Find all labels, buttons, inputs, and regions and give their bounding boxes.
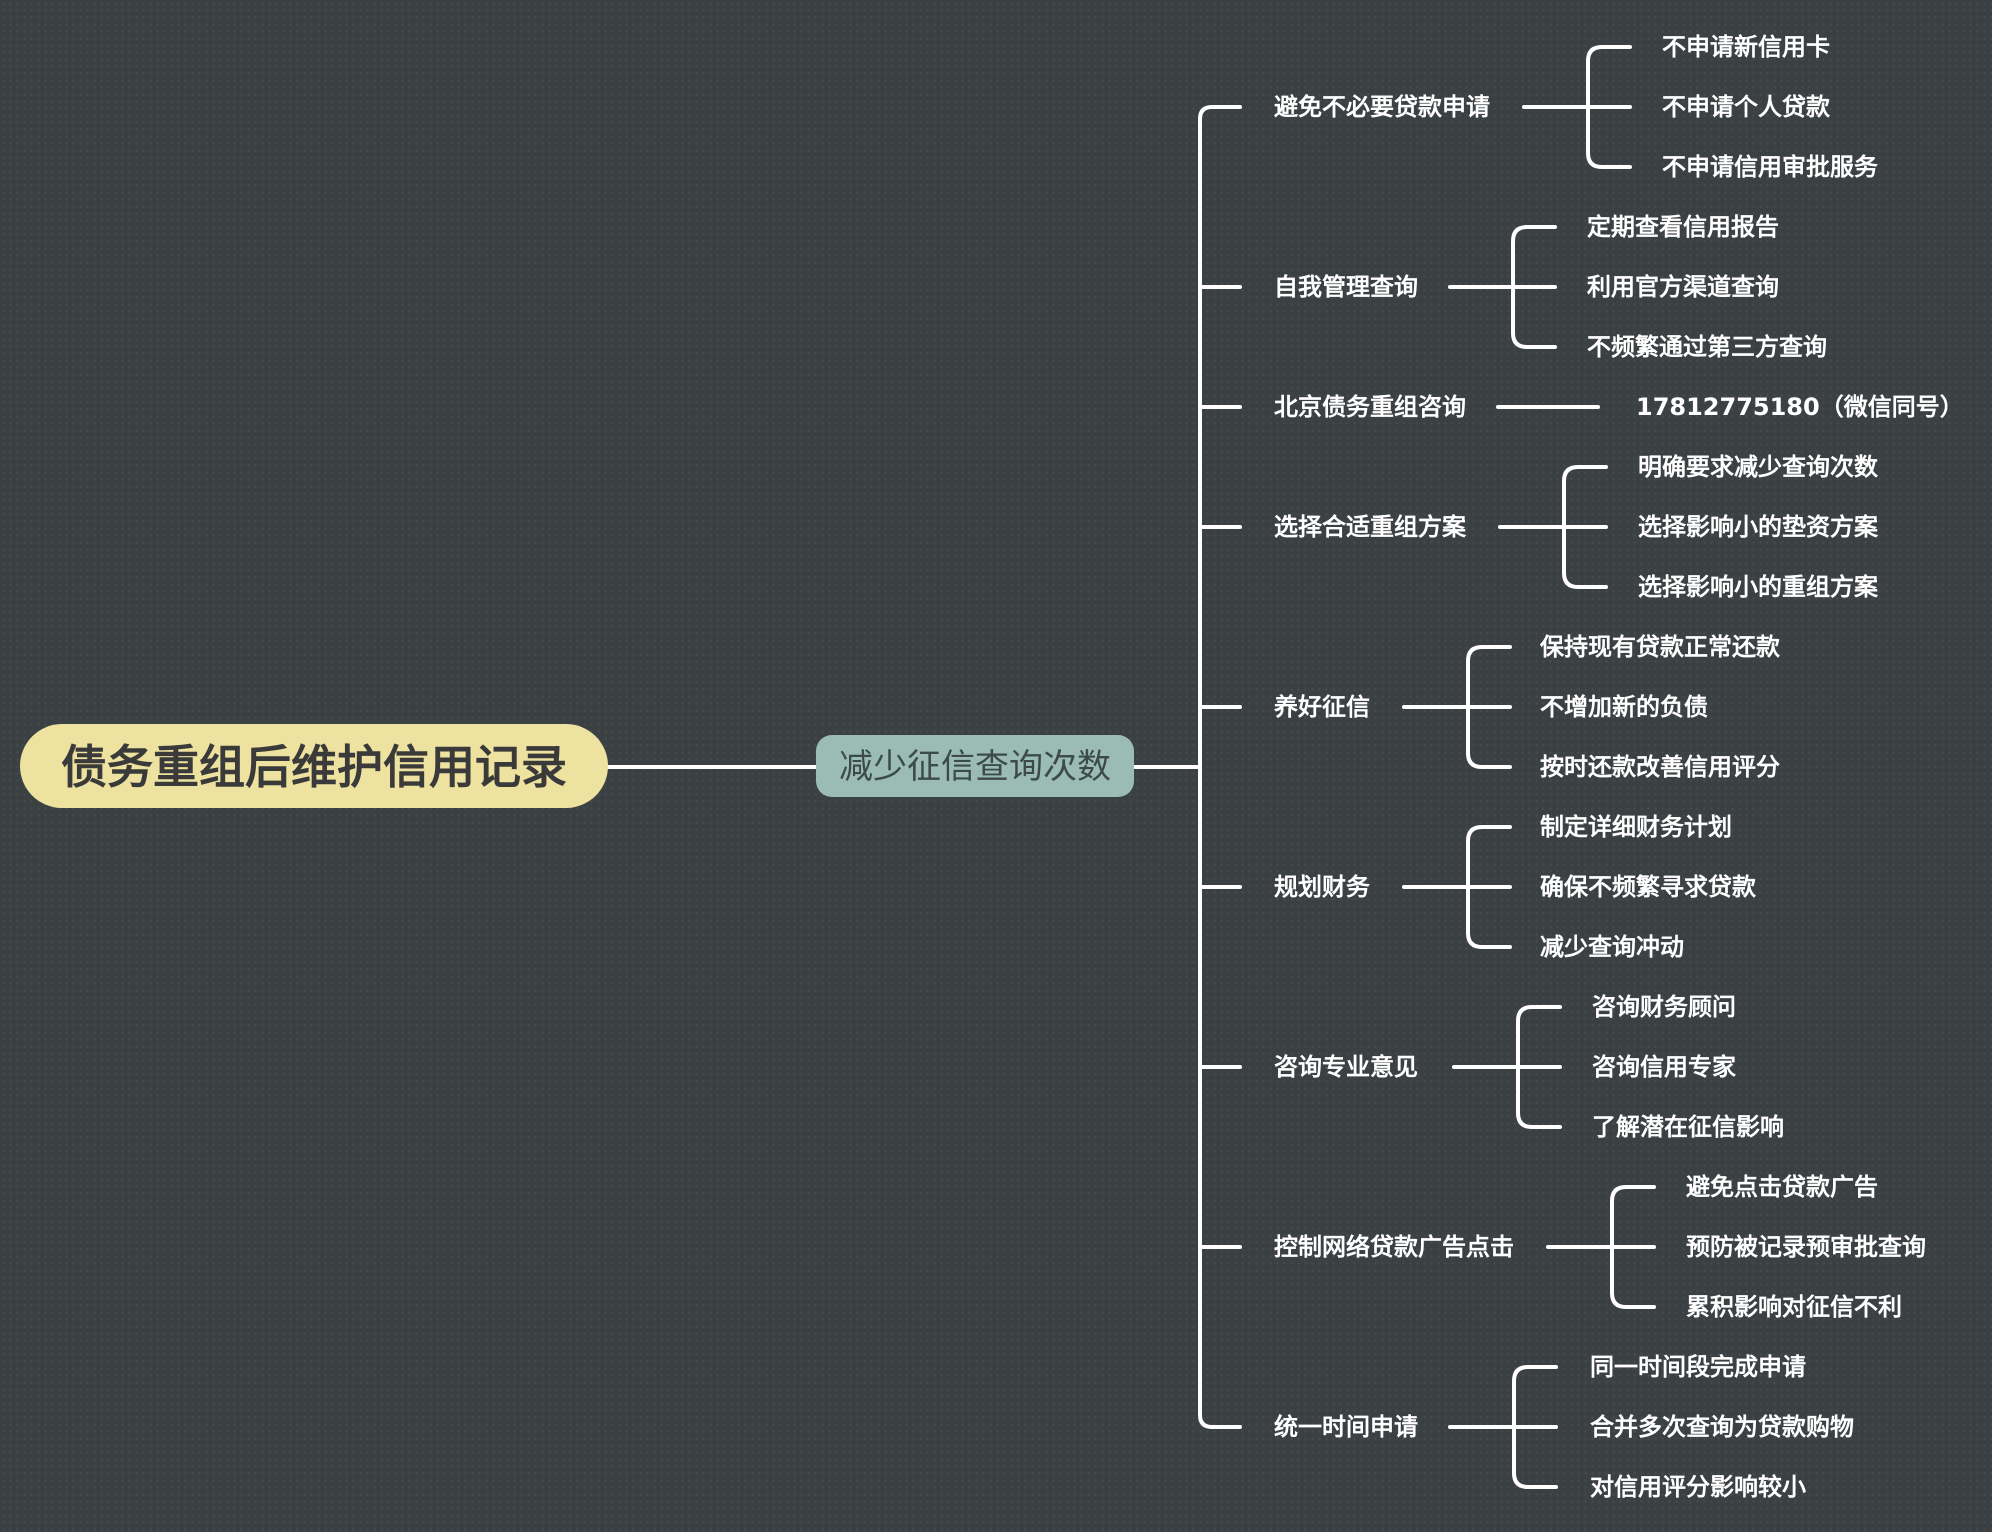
branch-label[interactable]: 养好征信 — [1273, 693, 1370, 721]
branch-label[interactable]: 控制网络贷款广告点击 — [1274, 1233, 1514, 1261]
bracket-connector — [1512, 1365, 1558, 1489]
leaf-label[interactable]: 不增加新的负债 — [1540, 693, 1708, 721]
branch-label[interactable]: 统一时间申请 — [1274, 1413, 1418, 1441]
leaf-label[interactable]: 了解潜在征信影响 — [1592, 1113, 1784, 1141]
leaf-label[interactable]: 同一时间段完成申请 — [1590, 1353, 1806, 1381]
root-node[interactable]: 债务重组后维护信用记录 — [20, 724, 608, 808]
leaf-label[interactable]: 预防被记录预审批查询 — [1686, 1233, 1926, 1261]
bracket-connector — [1516, 1005, 1562, 1129]
main-topic-node[interactable]: 减少征信查询次数 — [816, 735, 1134, 797]
main-topic-label: 减少征信查询次数 — [839, 747, 1111, 787]
root-node-label: 债务重组后维护信用记录 — [61, 740, 567, 794]
branch-label[interactable]: 避免不必要贷款申请 — [1274, 93, 1490, 121]
leaf-label[interactable]: 不申请新信用卡 — [1662, 33, 1830, 61]
leaf-label[interactable]: 不频繁通过第三方查询 — [1587, 333, 1827, 361]
bracket-connector — [1586, 45, 1632, 169]
bracket-connector — [1511, 225, 1557, 349]
leaf-label[interactable]: 不申请信用审批服务 — [1662, 153, 1879, 181]
branch-label[interactable]: 自我管理查询 — [1274, 273, 1418, 301]
bracket-connector — [1610, 1185, 1656, 1309]
leaf-label[interactable]: 合并多次查询为贷款购物 — [1590, 1413, 1854, 1441]
branch-label[interactable]: 咨询专业意见 — [1274, 1053, 1418, 1081]
bracket-connector — [1466, 825, 1512, 949]
main-topic-box — [816, 735, 1134, 797]
branch-label[interactable]: 选择合适重组方案 — [1274, 513, 1467, 541]
leaf-label[interactable]: 17812775180（微信同号） — [1636, 393, 1964, 421]
leaf-label[interactable]: 确保不频繁寻求贷款 — [1540, 873, 1757, 901]
leaf-label[interactable]: 选择影响小的重组方案 — [1638, 573, 1879, 601]
root-node-box — [20, 724, 608, 808]
leaf-label[interactable]: 减少查询冲动 — [1540, 933, 1684, 961]
leaf-label[interactable]: 选择影响小的垫资方案 — [1638, 513, 1879, 541]
leaf-label[interactable]: 保持现有贷款正常还款 — [1539, 633, 1781, 661]
leaf-label[interactable]: 明确要求减少查询次数 — [1638, 453, 1879, 481]
leaf-label[interactable]: 制定详细财务计划 — [1540, 813, 1732, 841]
leaf-label[interactable]: 对信用评分影响较小 — [1590, 1473, 1806, 1501]
branch-label[interactable]: 北京债务重组咨询 — [1274, 393, 1466, 421]
bracket-connector — [1562, 465, 1608, 589]
leaf-label[interactable]: 咨询财务顾问 — [1592, 993, 1736, 1021]
mindmap-nodes: 债务重组后维护信用记录 减少征信查询次数 避免不必要贷款申请不申请新信用卡不申请… — [20, 33, 1964, 1501]
branch-label[interactable]: 规划财务 — [1274, 873, 1371, 901]
leaf-label[interactable]: 利用官方渠道查询 — [1587, 273, 1779, 301]
bracket-connector — [1466, 645, 1512, 769]
leaf-label[interactable]: 不申请个人贷款 — [1662, 93, 1831, 121]
leaf-label[interactable]: 按时还款改善信用评分 — [1540, 753, 1780, 781]
leaf-label[interactable]: 定期查看信用报告 — [1587, 213, 1779, 241]
trunk-connector — [1198, 105, 1242, 1429]
connector-lines — [606, 45, 1656, 1489]
leaf-label[interactable]: 咨询信用专家 — [1592, 1053, 1736, 1081]
leaf-label[interactable]: 累积影响对征信不利 — [1686, 1293, 1902, 1321]
leaf-label[interactable]: 避免点击贷款广告 — [1686, 1173, 1878, 1201]
